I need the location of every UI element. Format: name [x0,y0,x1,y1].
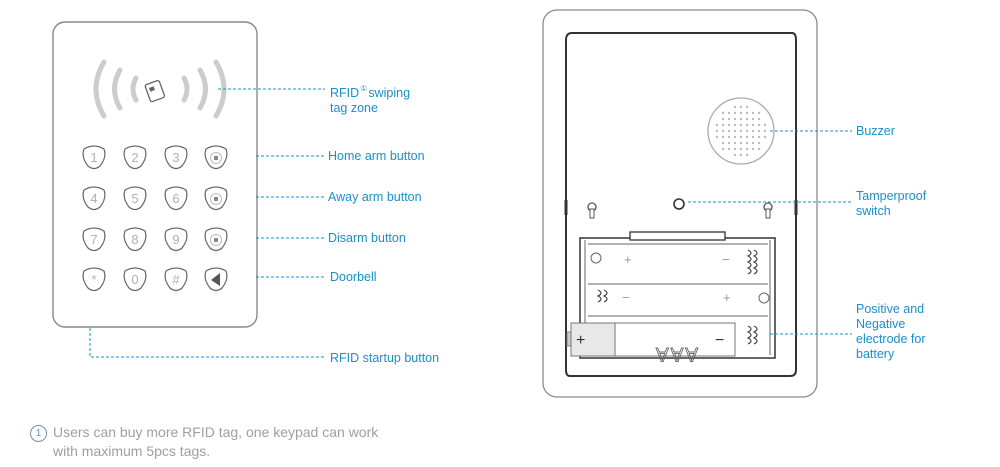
rfid-zone-label-line2: tag zone [330,101,378,115]
key-0[interactable]: 0 [123,267,147,292]
battery-label-line3: electrode for [856,332,926,346]
key-label: 8 [131,232,138,247]
keypad-front: 1 2 3 4 5 6 7 8 9 * 0 # [52,21,258,328]
rfid-zone-label: RFID①swiping tag zone [330,81,410,116]
footnote: 1 Users can buy more RFID tag, one keypad… [30,423,378,460]
tamperproof-switch [673,198,685,210]
key-9[interactable]: 9 [164,227,188,252]
key-7[interactable]: 7 [82,227,106,252]
rfid-startup-label: RFID startup button [330,351,440,365]
key-label: 1 [90,150,97,165]
key-8[interactable]: 8 [123,227,147,252]
mount-hole-left [587,202,597,219]
keypad-keys: 1 2 3 4 5 6 7 8 9 * 0 # [82,145,228,292]
battery-label-line4: battery [856,347,895,361]
disarm-icon [210,234,222,246]
footnote-line1: Users can buy more RFID tag, one keypad … [53,424,379,440]
key-disarm[interactable] [204,227,228,252]
key-label: 7 [90,232,97,247]
key-doorbell[interactable] [204,267,228,292]
key-label: 6 [172,191,179,206]
battery-label: AAA [654,343,698,364]
buzzer [707,97,775,165]
key-away[interactable] [204,186,228,211]
key-4[interactable]: 4 [82,186,106,211]
rfid-zone-label-line1: RFID [330,86,360,100]
key-label: 3 [172,150,179,165]
battery-label-line1: Positive and [856,302,925,316]
keypad-back: + − − + + − AAA [542,9,818,398]
key-hash[interactable]: # [164,267,188,292]
key-home[interactable] [204,145,228,170]
mount-hole-right [763,202,773,219]
battery-electrode-label: Positive and Negative electrode for batt… [856,302,925,362]
tamperproof-label-line2: switch [856,204,891,218]
footnote-line2: with maximum 5pcs tags. [53,443,211,459]
key-1[interactable]: 1 [82,145,106,170]
away-arm-label: Away arm button [328,190,422,204]
key-6[interactable]: 6 [164,186,188,211]
buzzer-label: Buzzer [856,124,895,138]
away-icon [210,193,222,205]
battery-plus-sign: + [576,332,585,349]
battery-minus-sign: − [715,332,724,349]
slot-minus-middle: − [622,290,630,305]
doorbell-icon [211,273,220,286]
footnote-marker: 1 [30,425,47,442]
doorbell-label: Doorbell [330,270,377,284]
slot-plus-top: + [624,252,632,267]
key-label: 5 [131,191,138,206]
key-2[interactable]: 2 [123,145,147,170]
key-3[interactable]: 3 [164,145,188,170]
home-icon [210,152,222,164]
tamperproof-label: Tamperproof switch [856,189,926,219]
key-label: 0 [131,272,138,287]
key-label: # [172,272,180,287]
slot-plus-middle: + [723,290,731,305]
key-label: 4 [90,191,97,206]
key-star[interactable]: * [82,267,106,292]
rfid-zone-label-line1-rest: swiping [368,86,411,100]
home-arm-label: Home arm button [328,149,425,163]
slot-minus-top: − [722,252,730,267]
battery-label-line2: Negative [856,317,906,331]
tamperproof-label-line1: Tamperproof [856,189,927,203]
key-label: 9 [172,232,179,247]
rfid-footnote-marker: ① [360,84,368,93]
aaa-battery: + − AAA [566,322,736,364]
key-label: * [91,272,96,287]
disarm-label: Disarm button [328,231,406,245]
key-label: 2 [131,150,138,165]
key-5[interactable]: 5 [123,186,147,211]
leader-lines [89,88,852,358]
rfid-card-icon [144,80,166,103]
